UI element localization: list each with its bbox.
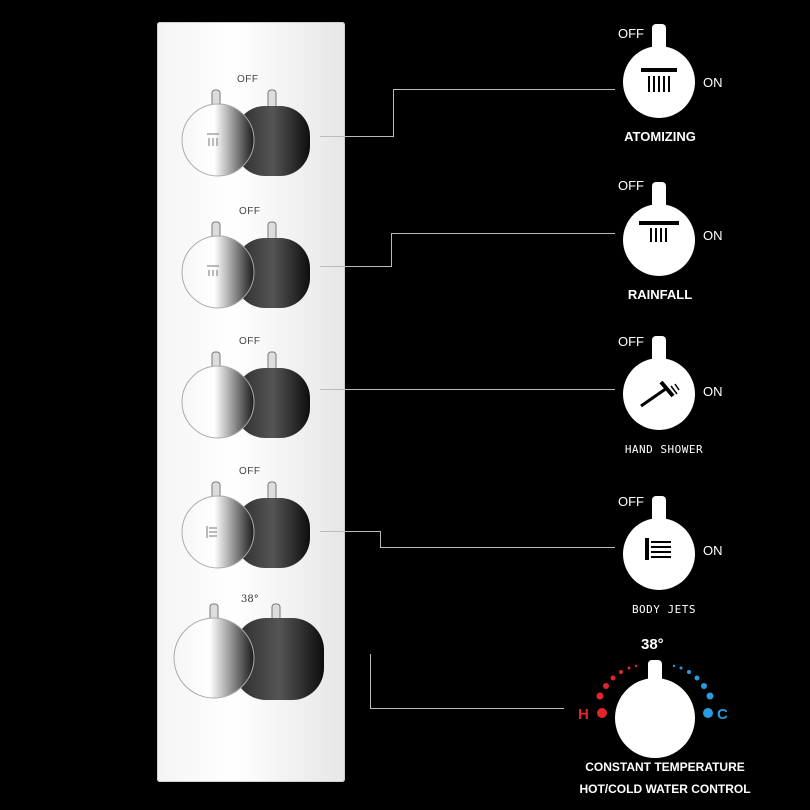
plate-off-label: OFF [239, 206, 261, 217]
thermostat-temp: 38° [641, 636, 664, 653]
body-jets-icon [645, 538, 671, 560]
atomizing-knob[interactable] [180, 88, 320, 188]
connector-line [380, 547, 615, 548]
connector-line [370, 708, 564, 709]
on-label: ON [703, 543, 723, 558]
rainfall-label: RAINFALL [627, 287, 693, 302]
connector-line [320, 136, 394, 137]
rainfall-shower-icon [639, 221, 679, 242]
body-jets-dial [623, 496, 695, 590]
off-label: OFF [618, 334, 644, 349]
connector-line [320, 531, 380, 532]
hand-shower-label: HAND SHOWER [624, 443, 704, 456]
thermostat-label-line2: HOT/COLD WATER CONTROL [579, 782, 751, 796]
on-label: ON [703, 75, 723, 90]
cold-label: C [717, 706, 728, 723]
hand-shower-dial [623, 336, 695, 430]
plate-off-label: OFF [237, 74, 259, 85]
thermostat-label-line1: CONSTANT TEMPERATURE [585, 760, 745, 774]
hand-shower-knob[interactable] [180, 350, 320, 450]
atomizing-label: ATOMIZING [624, 129, 696, 144]
connector-line [320, 266, 392, 267]
on-label: ON [703, 384, 723, 399]
off-label: OFF [618, 494, 644, 509]
rainfall-dial [623, 182, 695, 276]
connector-line [393, 89, 394, 137]
connector-line [391, 233, 615, 234]
connector-line [320, 389, 615, 390]
body-jets-label: BODY JETS [631, 603, 697, 616]
atomizing-shower-icon [641, 68, 677, 92]
off-label: OFF [618, 26, 644, 41]
hot-dots [596, 664, 638, 700]
connector-line [391, 233, 392, 267]
plate-temp-label: 38° [241, 594, 259, 605]
plate-off-label: OFF [239, 466, 261, 477]
plate-off-label: OFF [239, 336, 261, 347]
off-label: OFF [618, 178, 644, 193]
connector-line [370, 654, 371, 708]
body-jets-knob[interactable] [180, 480, 320, 580]
atomizing-dial [623, 24, 695, 118]
hot-label: H [578, 706, 589, 723]
thermostat-dial [596, 660, 714, 758]
connector-line [380, 531, 381, 547]
on-label: ON [703, 228, 723, 243]
connector-line [393, 89, 615, 90]
hand-shower-icon [640, 380, 680, 408]
thermostat-knob[interactable] [172, 600, 332, 710]
rainfall-knob[interactable] [180, 220, 320, 320]
cold-dots [672, 664, 714, 700]
